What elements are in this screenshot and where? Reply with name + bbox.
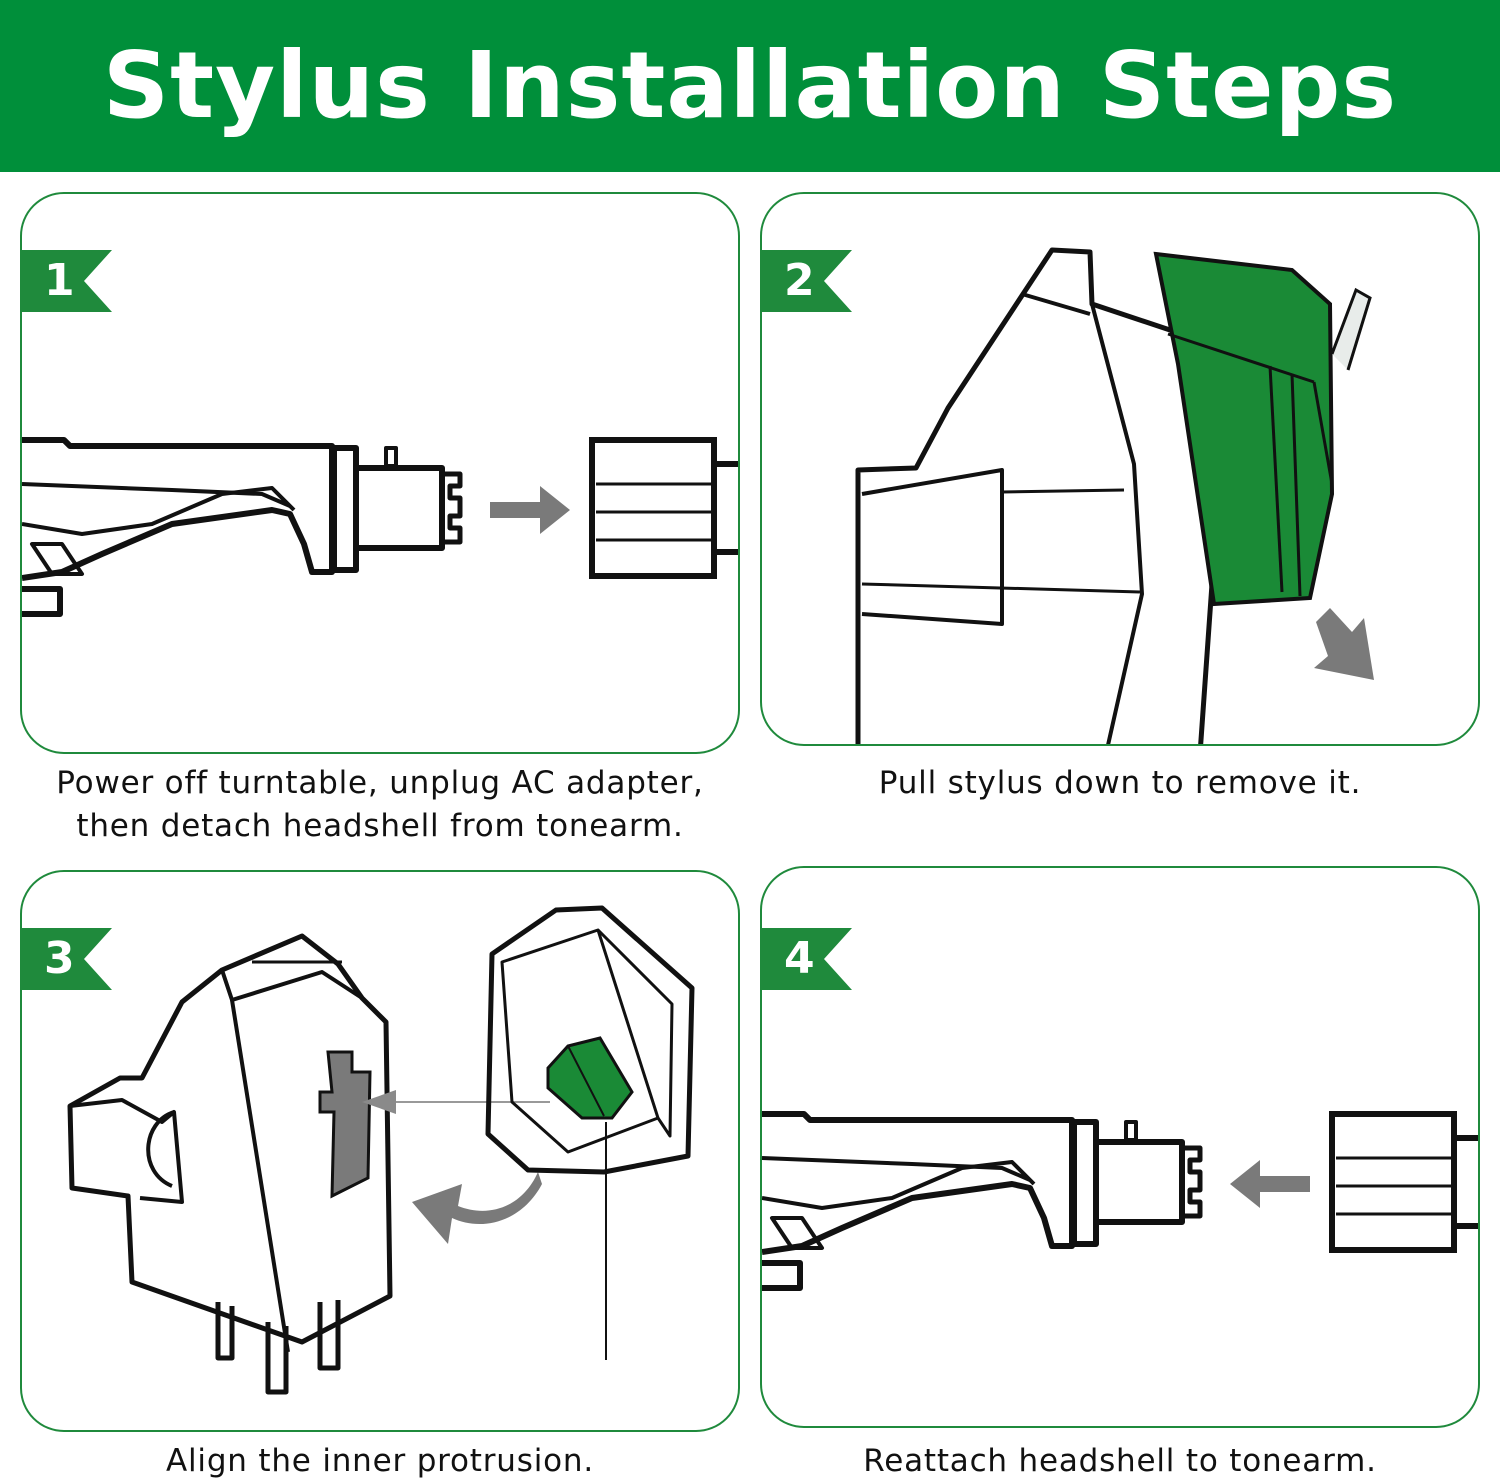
step-3-number: 3 [44,933,75,984]
step-1-illustration [22,437,738,617]
step-2-panel: 2 [760,192,1480,746]
step-1-caption-line1: Power off turntable, unplug AC adapter, [56,765,704,801]
rotate-arrow-icon [412,1172,542,1244]
step-3-illustration [67,905,695,1395]
step-2-caption-line1: Pull stylus down to remove it. [878,765,1362,801]
step-1-panel: 1 [20,192,740,754]
step-4-badge [762,928,852,990]
step-3-badge [22,928,112,990]
step-1-caption-line2: then detach headshell from tonearm. [76,808,684,844]
step-1-number: 1 [44,255,75,306]
step-3-caption-line1: Align the inner protrusion. [165,1443,594,1479]
step-4-caption-line1: Reattach headshell to tonearm. [863,1443,1377,1479]
stylus-icon [1153,251,1335,607]
arrow-down-right-icon [1314,608,1374,680]
step-1-caption: Power off turntable, unplug AC adapter, … [20,762,740,848]
step-4-caption: Reattach headshell to tonearm. [760,1440,1480,1483]
page-title: Stylus Installation Steps [102,32,1398,139]
step-3-caption: Align the inner protrusion. [20,1440,740,1483]
step-1-badge [22,250,112,312]
step-2-illustration [855,247,1374,744]
step-4-panel: 4 [760,866,1480,1428]
step-3-panel: 3 [20,870,740,1432]
step-2-number: 2 [784,255,815,306]
step-4-number: 4 [784,933,815,984]
step-2-caption: Pull stylus down to remove it. [760,762,1480,805]
title-banner: Stylus Installation Steps [0,0,1500,172]
step-4-illustration [762,1111,1478,1291]
arrow-right-icon [490,486,570,534]
protrusion-icon [546,1036,634,1120]
arrow-left-icon [1230,1160,1310,1208]
step-2-badge [762,250,852,312]
